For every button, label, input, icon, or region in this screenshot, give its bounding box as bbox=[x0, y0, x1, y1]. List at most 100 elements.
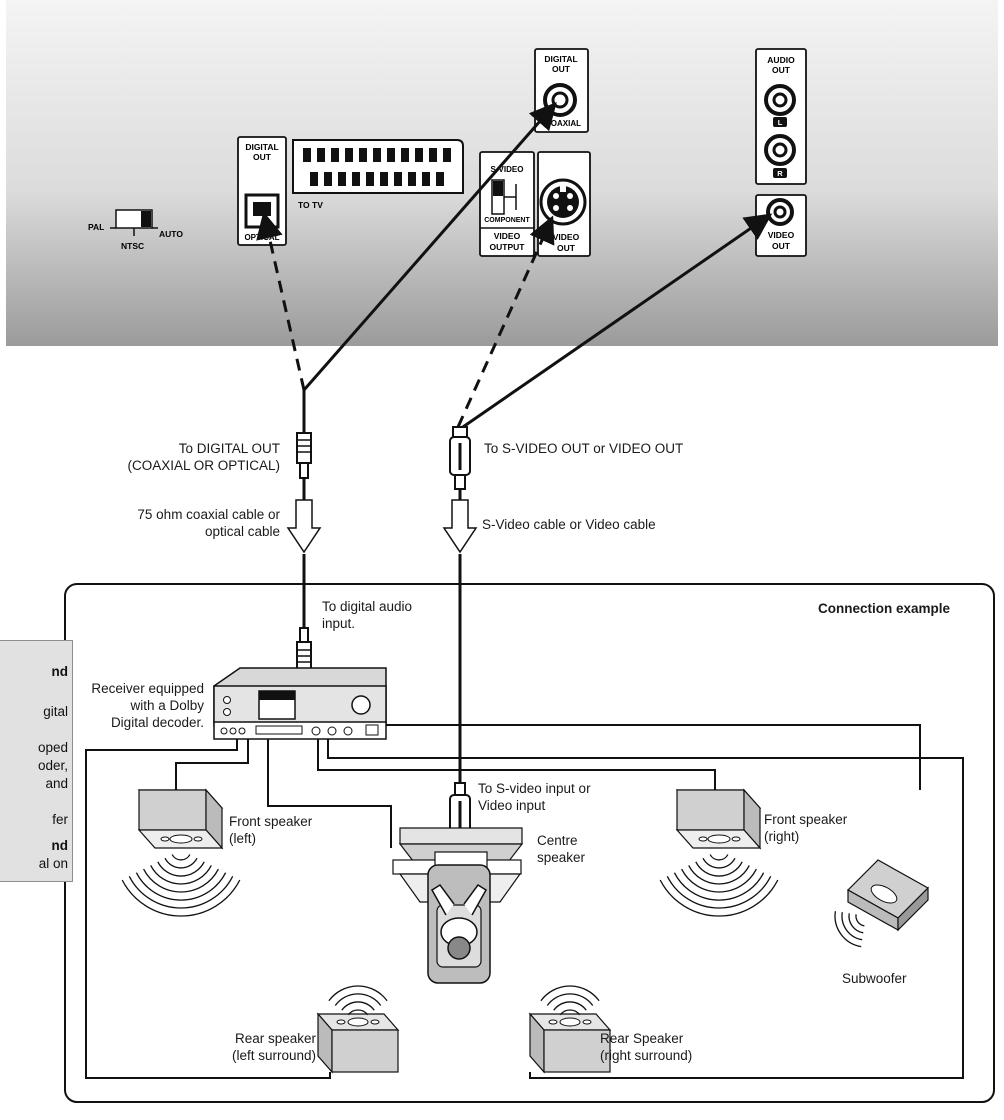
video-output-switch: S-VIDEO COMPONENT VIDEO OUTPUT bbox=[479, 151, 535, 257]
video-out-port: VIDEO OUT bbox=[755, 194, 807, 257]
scart-pin bbox=[317, 148, 325, 162]
front-left-sound-waves bbox=[121, 854, 241, 917]
sound-wave-arc bbox=[559, 1009, 581, 1016]
sound-wave-arc bbox=[681, 868, 757, 893]
side-note-line: fer bbox=[52, 812, 68, 827]
rear-left-sound-waves bbox=[328, 985, 388, 1016]
sound-wave-arc bbox=[334, 993, 382, 1006]
sound-wave-arc bbox=[540, 985, 600, 1002]
scart-pin bbox=[310, 172, 318, 186]
svideo-out-line2: OUT bbox=[557, 243, 576, 253]
sound-wave-arc bbox=[121, 879, 241, 917]
sound-wave-arc bbox=[328, 985, 388, 1002]
sound-wave-arc bbox=[128, 876, 234, 909]
scart-pin bbox=[422, 172, 430, 186]
sound-wave-arc bbox=[164, 857, 198, 869]
sound-wave-arc bbox=[709, 854, 729, 861]
sound-wave-arc bbox=[666, 876, 772, 909]
video-output-line2: OUTPUT bbox=[490, 242, 526, 252]
scart-pin bbox=[352, 172, 360, 186]
coax-port-label: COAXIAL bbox=[545, 119, 581, 128]
scart-label: TO TV bbox=[298, 200, 323, 210]
front-left-speaker bbox=[137, 788, 224, 850]
rear-left-label: Rear speaker(left surround) bbox=[231, 1031, 316, 1063]
speaker-wiring bbox=[85, 724, 964, 1079]
scart-pin bbox=[338, 172, 346, 186]
coax-out-line2: OUT bbox=[552, 64, 571, 74]
rear-left-speaker bbox=[316, 1012, 400, 1074]
scart-connector: TO TV bbox=[292, 139, 464, 210]
sound-wave-arc bbox=[702, 857, 736, 869]
sound-wave-arc bbox=[347, 1009, 369, 1016]
front-right-speaker bbox=[675, 788, 762, 850]
side-note-line: nd bbox=[51, 664, 69, 679]
listener-figure bbox=[427, 864, 491, 984]
scart-pin bbox=[345, 148, 353, 162]
sound-wave-arc bbox=[855, 914, 865, 927]
sound-wave-arc bbox=[688, 865, 750, 885]
scart-pin bbox=[380, 172, 388, 186]
sound-wave-arc bbox=[341, 1001, 375, 1011]
sound-wave-arc bbox=[673, 872, 765, 901]
ntsc-label: NTSC bbox=[121, 241, 144, 251]
connection-example-title: Connection example bbox=[818, 601, 951, 616]
audio-out-line1: AUDIO bbox=[767, 55, 795, 65]
scart-pin bbox=[359, 148, 367, 162]
scart-pin bbox=[303, 148, 311, 162]
coaxial-plug-top bbox=[296, 432, 312, 479]
front-right-sound-waves bbox=[659, 854, 779, 917]
svideo-cable-label: S-Video cable or Video cable bbox=[482, 517, 656, 532]
rear-right-sound-waves bbox=[540, 985, 600, 1016]
optical-out-line2: OUT bbox=[253, 152, 272, 162]
svideo-cable-path bbox=[456, 215, 555, 428]
switch-top-label: S-VIDEO bbox=[491, 165, 524, 174]
sound-wave-arc bbox=[695, 861, 743, 877]
sound-wave-arc bbox=[659, 879, 779, 917]
side-note-line: nd bbox=[51, 838, 69, 853]
coaxial-cable-path bbox=[302, 101, 557, 391]
rear-right-speaker bbox=[528, 1012, 612, 1074]
video-cable-path bbox=[459, 213, 773, 431]
sound-wave-arc bbox=[135, 872, 227, 901]
side-note-line: gital bbox=[43, 704, 68, 719]
subwoofer-sound-waves bbox=[834, 911, 865, 948]
optical-digital-out-port: DIGITAL OUT OPTICAL bbox=[237, 136, 287, 246]
to-svideo-out-label: To S-VIDEO OUT or VIDEO OUT bbox=[484, 441, 684, 456]
coax-out-line1: DIGITAL bbox=[544, 54, 577, 64]
side-note-box: nd gital oped oder, and fer nd al on bbox=[0, 640, 73, 882]
video-out-line2: OUT bbox=[772, 241, 791, 251]
scart-pin bbox=[401, 148, 409, 162]
scart-pin bbox=[408, 172, 416, 186]
rear-right-label: Rear Speaker(right surround) bbox=[600, 1031, 693, 1063]
svideo-out-line1: VIDEO bbox=[553, 232, 580, 242]
auto-label: AUTO bbox=[159, 229, 183, 239]
optical-port-label: OPTICAL bbox=[244, 233, 279, 242]
svideo-out-port: VIDEO OUT bbox=[537, 151, 591, 257]
pal-label: PAL bbox=[88, 222, 104, 232]
sound-wave-arc bbox=[553, 1001, 587, 1011]
sound-wave-arc bbox=[546, 993, 594, 1006]
audio-left-label: L bbox=[778, 118, 783, 127]
scart-pin bbox=[429, 148, 437, 162]
sound-wave-arc bbox=[143, 868, 219, 893]
scart-pin bbox=[373, 148, 381, 162]
optical-cable-path bbox=[256, 211, 306, 391]
subwoofer-label: Subwoofer bbox=[842, 971, 907, 986]
audio-out-ports: AUDIO OUT L R bbox=[755, 48, 807, 185]
optical-out-line1: DIGITAL bbox=[245, 142, 278, 152]
subwoofer bbox=[847, 859, 929, 932]
to-digital-out-label: To DIGITAL OUT(COAXIAL OR OPTICAL) bbox=[127, 441, 280, 473]
scart-pin bbox=[331, 148, 339, 162]
av-receiver bbox=[213, 667, 387, 740]
audio-right-label: R bbox=[777, 169, 783, 178]
video-plug-top bbox=[449, 426, 471, 490]
sound-wave-arc bbox=[848, 913, 864, 934]
side-note-line: al on bbox=[38, 856, 68, 871]
video-cable-arrow bbox=[442, 499, 478, 554]
